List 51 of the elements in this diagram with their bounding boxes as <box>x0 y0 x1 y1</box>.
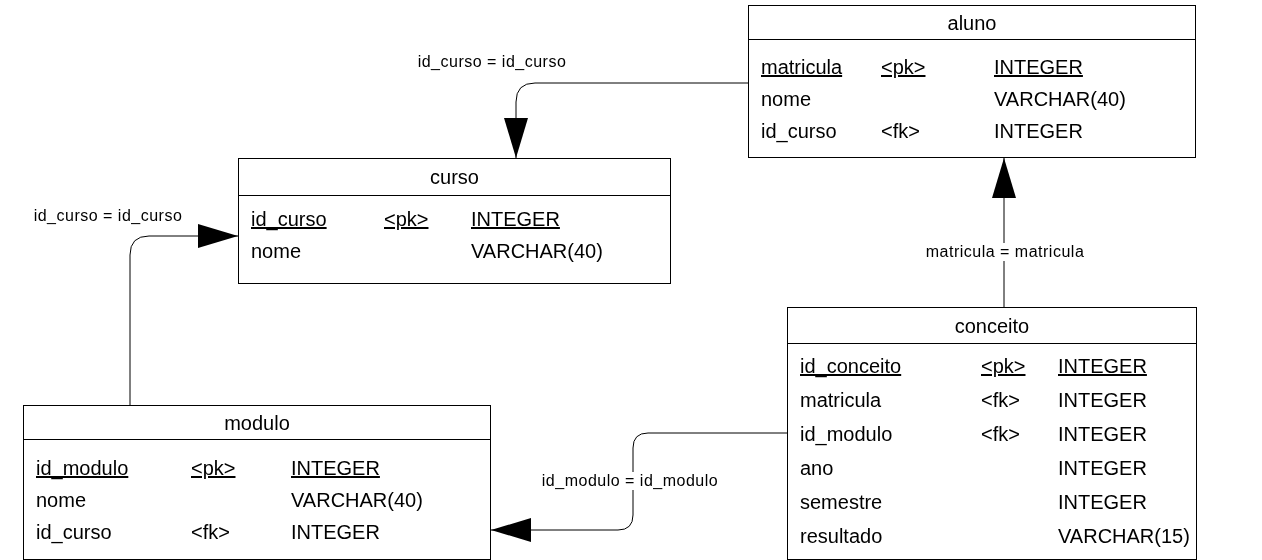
data-type: INTEGER <box>994 119 1083 144</box>
table-title: conceito <box>954 315 1030 336</box>
column-name: id_curso <box>761 119 837 145</box>
relationship-arrow <box>490 432 788 542</box>
entity-table <box>23 405 491 560</box>
data-type: INTEGER <box>1058 388 1147 413</box>
data-type: INTEGER <box>994 55 1083 80</box>
data-type: INTEGER <box>471 207 560 232</box>
key-marker: <pk> <box>881 55 926 80</box>
relationship-arrow <box>992 157 1016 308</box>
key-marker: <pk> <box>981 354 1026 379</box>
column-name: id_modulo <box>36 456 129 482</box>
key-marker: <pk> <box>384 207 429 232</box>
entity-table <box>238 158 671 284</box>
column-name: resultado <box>800 524 883 549</box>
column-name: nome <box>761 87 812 112</box>
data-type: INTEGER <box>291 456 380 481</box>
edge-label: id_curso = id_curso <box>415 53 569 71</box>
column-name: nome <box>36 488 87 513</box>
relationship-arrow <box>504 82 749 159</box>
column-name: matricula <box>800 388 882 413</box>
edge-label: matricula = matricula <box>923 243 1087 261</box>
data-type: INTEGER <box>1058 456 1147 481</box>
data-type: VARCHAR(40) <box>471 239 603 264</box>
data-type: INTEGER <box>1058 354 1147 379</box>
edge-label: id_curso = id_curso <box>31 207 185 225</box>
data-type: INTEGER <box>291 520 380 545</box>
entity-table <box>748 5 1196 158</box>
table-title: aluno <box>947 12 997 33</box>
column-name: id_modulo <box>800 422 893 448</box>
data-type: INTEGER <box>1058 490 1147 515</box>
column-name: matricula <box>761 55 843 80</box>
table-title: curso <box>430 167 479 187</box>
column-name: nome <box>251 239 302 264</box>
entity-table <box>787 307 1197 560</box>
column-name: id_conceito <box>800 354 902 380</box>
key-marker: <fk> <box>981 388 1020 413</box>
key-marker: <fk> <box>191 520 230 545</box>
key-marker: <fk> <box>881 119 920 144</box>
data-type: VARCHAR(40) <box>291 488 423 513</box>
column-name: id_curso <box>36 520 112 546</box>
data-type: INTEGER <box>1058 422 1147 447</box>
key-marker: <fk> <box>981 422 1020 447</box>
table-title: modulo <box>224 412 290 433</box>
column-name: ano <box>800 456 834 481</box>
key-marker: <pk> <box>191 456 236 481</box>
column-name: semestre <box>800 490 883 515</box>
data-type: VARCHAR(40) <box>994 87 1126 112</box>
relationship-arrow <box>129 224 239 406</box>
data-type: VARCHAR(15) <box>1058 524 1190 549</box>
column-name: id_curso <box>251 207 327 233</box>
